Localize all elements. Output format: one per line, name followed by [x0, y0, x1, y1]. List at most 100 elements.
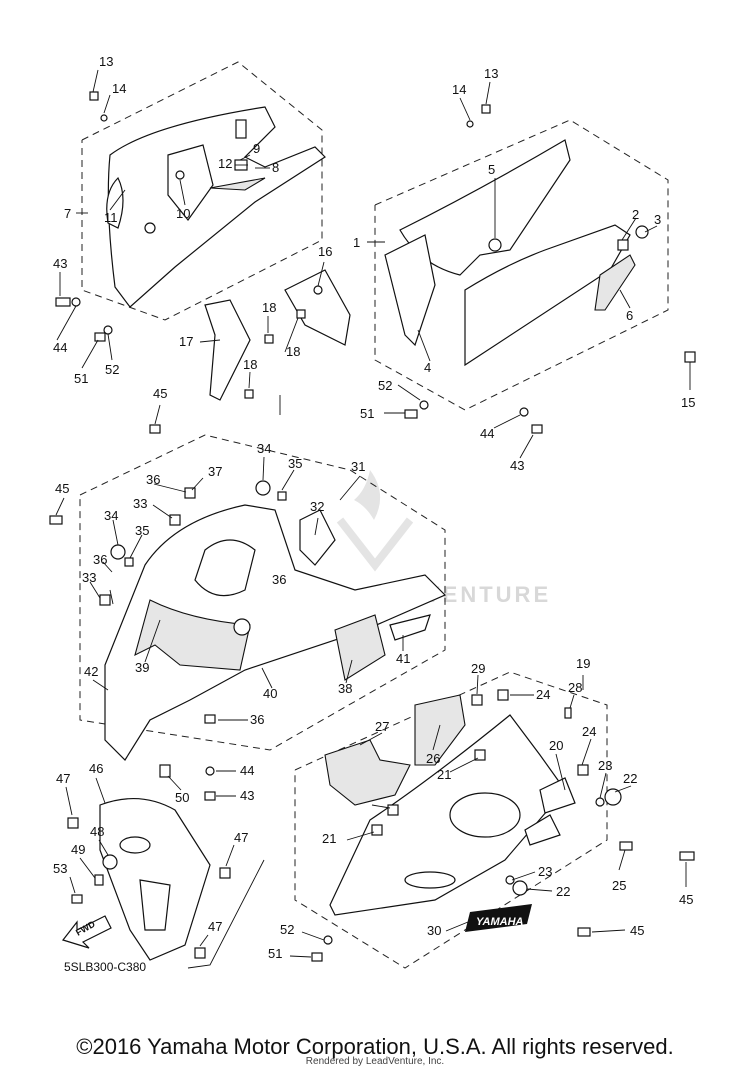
callout-14: 14 [112, 81, 126, 96]
callout-24a: 24 [536, 687, 550, 702]
callout-47a: 47 [56, 771, 70, 786]
callout-7: 7 [64, 206, 71, 221]
callout-44b: 44 [480, 426, 494, 441]
callout-52: 52 [105, 362, 119, 377]
callout-19: 19 [576, 656, 590, 671]
callout-labels: 13 14 7 11 10 12 9 8 43 44 51 52 17 18 1… [53, 54, 695, 961]
callout-47c: 47 [208, 919, 222, 934]
callout-43: 43 [53, 256, 67, 271]
callout-44c: 44 [240, 763, 254, 778]
leadventure-watermark: VENTURE [336, 470, 551, 607]
under-cowling-19 [324, 689, 622, 916]
side-cowling-left [106, 106, 326, 308]
callout-33b: 33 [82, 570, 96, 585]
callout-9: 9 [253, 141, 260, 156]
callout-23a: 23 [598, 758, 612, 773]
callout-4: 4 [424, 360, 431, 375]
callout-52b: 52 [378, 378, 392, 393]
callout-25: 25 [612, 878, 626, 893]
callout-34a: 34 [257, 441, 271, 456]
callout-21b: 21 [322, 831, 336, 846]
callout-6: 6 [626, 308, 633, 323]
callout-36d: 36 [250, 712, 264, 727]
callout-45a: 45 [153, 386, 167, 401]
callout-50: 50 [175, 790, 189, 805]
callout-46: 46 [89, 761, 103, 776]
fwd-arrow-icon: FWD [61, 915, 112, 949]
side-cowling-right [384, 139, 649, 367]
callout-45d: 45 [630, 923, 644, 938]
callout-11: 11 [104, 210, 118, 225]
rendered-by-credit: Rendered by LeadVenture, Inc. [305, 1056, 445, 1067]
callout-28: 28 [568, 680, 582, 695]
inner-panel-16 [284, 269, 351, 346]
callout-43b: 43 [510, 458, 524, 473]
callout-42: 42 [84, 664, 98, 679]
callout-38: 38 [338, 681, 352, 696]
callout-39: 39 [135, 660, 149, 675]
group-19-frame [294, 671, 608, 969]
callout-20: 20 [549, 738, 563, 753]
callout-33a: 33 [133, 496, 147, 511]
callout-27: 27 [375, 719, 389, 734]
callout-40: 40 [263, 686, 277, 701]
callout-23b: 23 [538, 864, 552, 879]
leader-lines [55, 69, 691, 969]
callout-32: 32 [310, 499, 324, 514]
callout-26: 26 [426, 751, 440, 766]
callout-18b: 18 [286, 344, 300, 359]
callout-45b: 45 [55, 481, 69, 496]
bolts-18 [244, 309, 306, 399]
inner-panel-17 [204, 299, 251, 401]
fasteners-upper [55, 91, 696, 434]
callout-22b: 22 [556, 884, 570, 899]
callout-1: 1 [353, 235, 360, 250]
yamaha-emblem-30: YAMAHA [465, 904, 532, 932]
svg-text:VENTURE: VENTURE [425, 582, 551, 607]
callout-36b: 36 [93, 552, 107, 567]
callout-44: 44 [53, 340, 67, 355]
callout-43c: 43 [240, 788, 254, 803]
callout-24b: 24 [582, 724, 596, 739]
callout-51b: 51 [360, 406, 374, 421]
callout-52c: 52 [280, 922, 294, 937]
callout-18c: 18 [243, 357, 257, 372]
callout-51: 51 [74, 371, 88, 386]
callout-8: 8 [272, 160, 279, 175]
callout-14b: 14 [452, 82, 466, 97]
callout-41: 41 [396, 651, 410, 666]
under-cowling-31 [104, 480, 447, 761]
callout-29: 29 [471, 661, 485, 676]
svg-text:YAMAHA: YAMAHA [476, 916, 524, 928]
callout-35a: 35 [288, 456, 302, 471]
callout-2: 2 [632, 207, 639, 222]
callout-37: 37 [208, 464, 222, 479]
diagram-code: 5SLB300-C380 [64, 960, 146, 974]
callout-13b: 13 [484, 66, 498, 81]
callout-22a: 22 [623, 771, 637, 786]
callout-34b: 34 [104, 508, 118, 523]
callout-30: 30 [427, 923, 441, 938]
callout-36c: 36 [272, 572, 286, 587]
group-1-frame [374, 119, 669, 411]
copyright-notice: ©2016 Yamaha Motor Corporation, U.S.A. A… [76, 1034, 674, 1059]
callout-21a: 21 [437, 767, 451, 782]
inner-panel-46 [67, 797, 231, 961]
callout-15: 15 [681, 395, 695, 410]
callout-31: 31 [351, 459, 365, 474]
callout-36a: 36 [146, 472, 160, 487]
callout-5: 5 [488, 162, 495, 177]
callout-51c: 51 [268, 946, 282, 961]
callout-13: 13 [99, 54, 113, 69]
callout-45c: 45 [679, 892, 693, 907]
callout-16: 16 [318, 244, 332, 259]
callout-18a: 18 [262, 300, 276, 315]
callout-48: 48 [90, 824, 104, 839]
callout-3: 3 [654, 212, 661, 227]
callout-10: 10 [176, 206, 190, 221]
callout-53: 53 [53, 861, 67, 876]
callout-12: 12 [218, 156, 232, 171]
callout-35b: 35 [135, 523, 149, 538]
callout-49: 49 [71, 842, 85, 857]
